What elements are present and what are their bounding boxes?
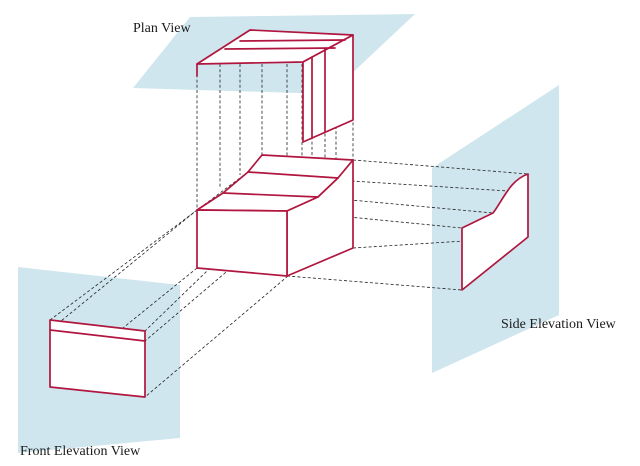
front-elevation-outline bbox=[49, 319, 146, 398]
side-elevation-label: Side Elevation View bbox=[501, 317, 616, 332]
side-elevation-outline bbox=[461, 173, 529, 291]
isometric-object bbox=[196, 154, 354, 277]
object-front-face bbox=[196, 209, 288, 277]
plan-view-label: Plan View bbox=[133, 21, 191, 36]
plan-view-outline bbox=[196, 29, 354, 143]
front-elevation-label: Front Elevation View bbox=[20, 444, 141, 459]
